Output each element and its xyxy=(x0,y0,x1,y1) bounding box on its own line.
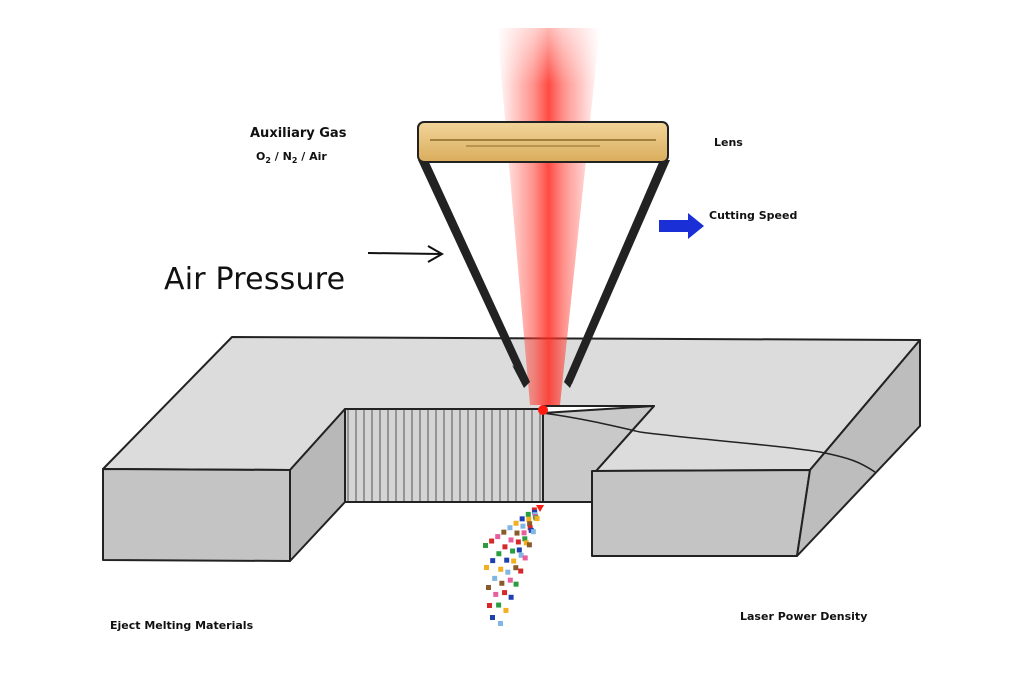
cutting-speed-label: Cutting Speed xyxy=(709,209,798,222)
spark-particle xyxy=(514,530,520,536)
spark-particle xyxy=(502,544,508,550)
gas-o-label: O xyxy=(256,150,266,163)
kerf-wall xyxy=(344,408,544,503)
spark-particle xyxy=(508,537,514,543)
spark-particle xyxy=(508,594,514,600)
air-pressure-label: Air Pressure xyxy=(164,262,346,297)
spark-particle xyxy=(530,529,536,535)
right-block-front xyxy=(591,469,811,557)
spark-particle xyxy=(502,590,508,596)
cut-line xyxy=(542,412,876,473)
spark-particle xyxy=(519,516,525,522)
spark-particle xyxy=(496,602,502,608)
eject-melting-materials-label: Eject Melting Materials xyxy=(110,619,254,632)
spark-particle xyxy=(521,530,527,536)
gas-separator: / xyxy=(270,150,283,163)
spark-particle xyxy=(513,520,519,526)
workpiece xyxy=(102,336,921,562)
spark-particle xyxy=(503,607,509,613)
spark-particle xyxy=(525,511,531,517)
spark-particle xyxy=(504,557,510,563)
laser-power-density-label: Laser Power Density xyxy=(740,610,868,623)
spark-particle xyxy=(534,516,540,522)
spark-particle xyxy=(527,525,533,531)
spark-particle xyxy=(522,536,528,542)
right-arrow-icon xyxy=(659,213,704,239)
gas-o-subscript: 2 xyxy=(265,156,271,166)
spark-particle xyxy=(505,569,511,575)
spark-particle xyxy=(487,603,492,608)
spark-particle xyxy=(495,534,501,540)
air-pressure-arrow-icon xyxy=(367,245,445,263)
spark-particle xyxy=(498,621,503,626)
gas-n-label: N xyxy=(282,150,292,163)
spark-particle xyxy=(507,525,513,531)
lens xyxy=(417,121,669,163)
spark-particle xyxy=(518,568,524,574)
spark-particle xyxy=(490,558,496,564)
spark-particle xyxy=(499,580,505,586)
gas-air-label: Air xyxy=(309,150,327,163)
gas-n-subscript: 2 xyxy=(291,156,298,166)
spark-particle xyxy=(501,529,507,535)
spark-particle xyxy=(513,581,519,587)
auxiliary-gas-label: Auxiliary Gas xyxy=(250,126,347,141)
right-block-side xyxy=(796,339,921,557)
spark-particle xyxy=(510,548,516,554)
spark-particle xyxy=(511,558,517,564)
spark-particle xyxy=(526,542,532,548)
spark-origin xyxy=(536,505,544,512)
spark-particle xyxy=(492,575,498,581)
spark-particle xyxy=(522,555,528,561)
spark-particle xyxy=(515,539,521,545)
spark-particle xyxy=(518,552,524,558)
spark-particle xyxy=(513,565,519,571)
spark-particle xyxy=(523,540,529,546)
spark-particle xyxy=(516,547,522,553)
gas-types-label: O2 / N2 / Air xyxy=(256,150,327,165)
spark-particle xyxy=(520,523,526,529)
spark-particle xyxy=(527,521,533,527)
lens-label: Lens xyxy=(714,136,743,149)
left-block-front xyxy=(102,468,291,562)
spark-particle xyxy=(526,516,532,522)
spark-particle xyxy=(507,577,513,583)
gas-separator: / xyxy=(297,150,310,163)
spark-particle xyxy=(493,591,499,597)
spark-particle xyxy=(496,551,502,557)
spark-particles xyxy=(483,505,544,626)
spark-particle xyxy=(489,538,495,544)
spark-particle xyxy=(484,565,489,570)
nozzle xyxy=(418,160,670,388)
spark-particle xyxy=(486,585,491,590)
spark-particle xyxy=(483,543,488,548)
spark-particle xyxy=(490,615,495,620)
spark-particle xyxy=(498,566,504,572)
